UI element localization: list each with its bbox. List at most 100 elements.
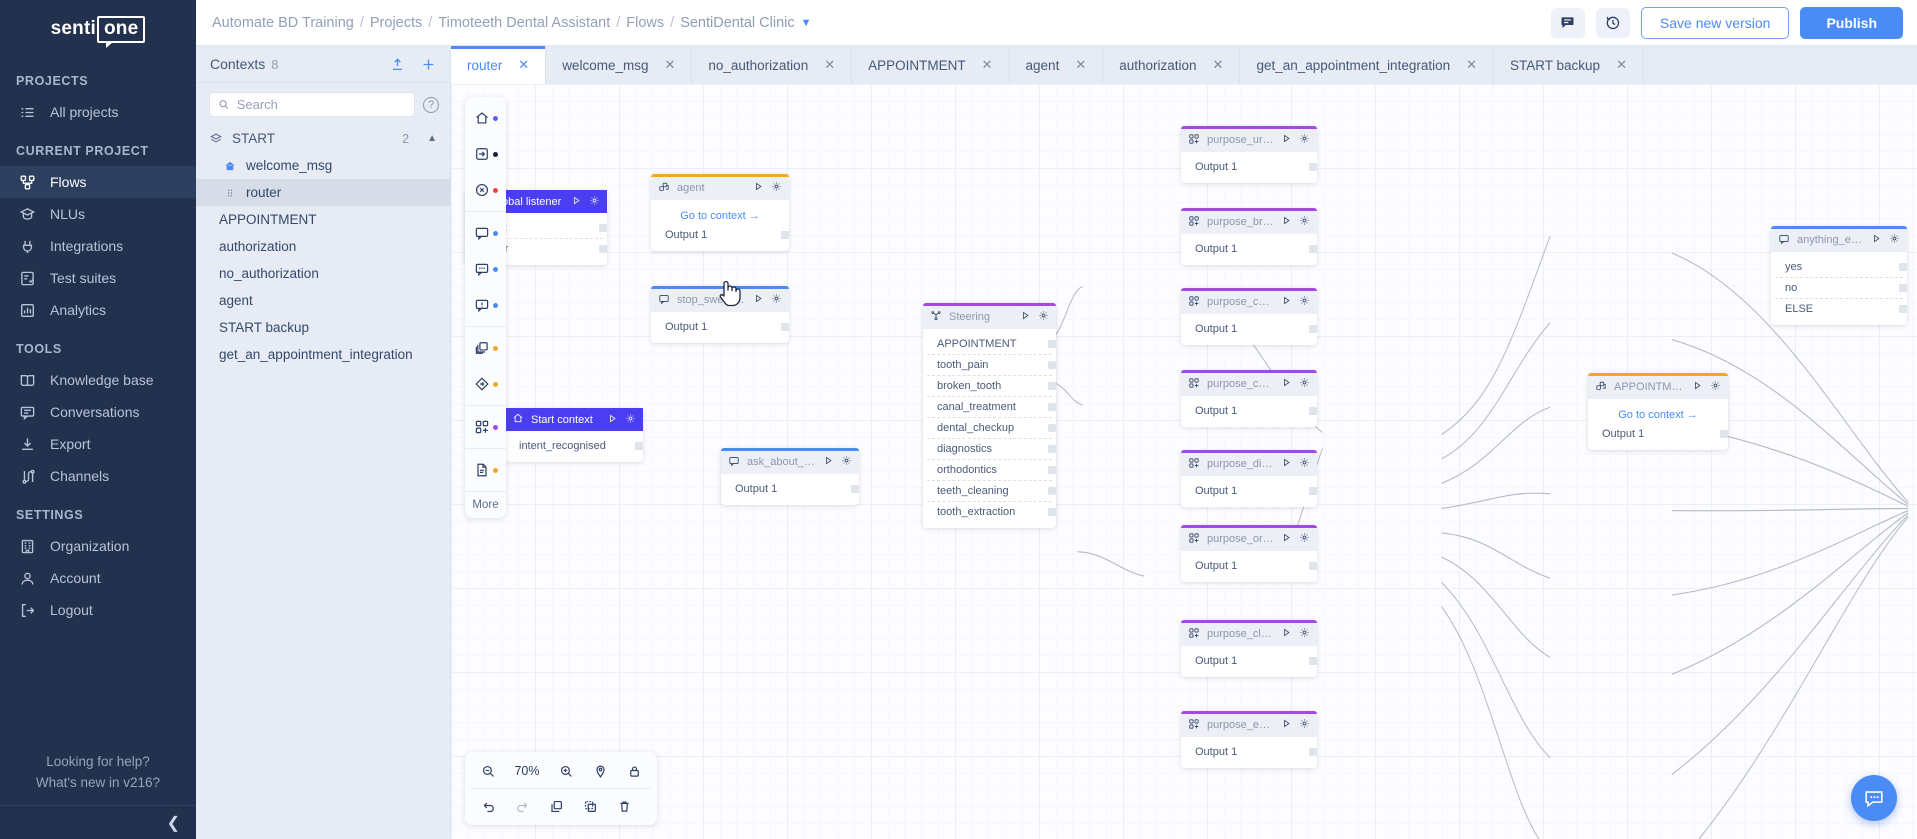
flow-node-purpose_checkup[interactable]: purpose_checkupOutput 1 [1181, 370, 1317, 427]
sidebar-item-channels[interactable]: Channels [0, 460, 196, 492]
node-output-row[interactable]: Output 1 [725, 479, 859, 499]
run-node-icon[interactable] [753, 293, 764, 307]
node-output-port[interactable] [1048, 381, 1056, 390]
node-output-row[interactable]: dental_checkup [927, 418, 1056, 439]
run-node-icon[interactable] [753, 181, 764, 195]
close-icon[interactable]: ✕ [824, 57, 836, 72]
flow-node-purpose_broken[interactable]: purpose_brokenOutput 1 [1181, 208, 1317, 265]
flow-node-purpose_extraction[interactable]: purpose_extractionOutput 1 [1181, 711, 1317, 768]
undo-button[interactable] [471, 791, 505, 821]
node-output-port[interactable] [1720, 429, 1728, 438]
node-header[interactable]: anything_else [1771, 228, 1907, 252]
node-output-port[interactable] [1309, 162, 1317, 171]
node-header[interactable]: purpose_extraction [1181, 713, 1317, 737]
chevron-down-icon[interactable]: ▼ [800, 16, 812, 29]
run-node-icon[interactable] [1281, 457, 1292, 471]
palette-more-button[interactable]: More [472, 499, 499, 511]
close-icon[interactable]: ✕ [1616, 57, 1627, 72]
node-output-row[interactable]: APPOINTMENT [927, 334, 1056, 355]
run-node-icon[interactable] [571, 195, 582, 209]
flow-node-purpose_diagnostics[interactable]: purpose_diagnosticsOutput 1 [1181, 450, 1317, 507]
sidebar-item-flows[interactable]: Flows [0, 166, 196, 198]
palette-message-dots-icon[interactable] [465, 251, 506, 287]
node-output-row[interactable]: Output 1 [1185, 742, 1317, 762]
context-item-agent[interactable]: agent [196, 287, 450, 314]
node-output-row[interactable]: broken_tooth [927, 376, 1056, 397]
history-icon[interactable] [1595, 7, 1630, 38]
gear-icon[interactable] [625, 413, 636, 427]
contexts-group-start[interactable]: START 2 ▲ [196, 123, 450, 152]
gear-icon[interactable] [1038, 310, 1049, 324]
tab-authorization[interactable]: authorization✕ [1103, 46, 1241, 84]
breadcrumb-item[interactable]: Timoteeth Dental Assistant [438, 14, 611, 31]
node-output-port[interactable] [1309, 324, 1317, 333]
node-output-port[interactable] [635, 442, 643, 450]
upload-icon[interactable] [390, 57, 405, 72]
save-new-version-button[interactable]: Save new version [1640, 6, 1790, 39]
go-to-context-link[interactable]: Go to context → [1618, 408, 1698, 421]
node-header[interactable]: Steering [923, 305, 1056, 329]
close-icon[interactable]: ✕ [1466, 57, 1478, 72]
node-output-port[interactable] [1309, 406, 1317, 415]
palette-message-alert-icon[interactable] [465, 287, 506, 323]
looking-for-help-link[interactable]: Looking for help? [46, 754, 150, 769]
node-header[interactable]: purpose_urgent [1181, 128, 1317, 152]
node-output-port[interactable] [1048, 402, 1056, 411]
node-output-port[interactable] [1309, 244, 1317, 253]
node-header[interactable]: purpose_diagnostics [1181, 452, 1317, 476]
node-output-row[interactable]: orthodontics [927, 460, 1056, 481]
gear-icon[interactable] [589, 195, 600, 209]
sidebar-item-conversations[interactable]: Conversations [0, 396, 196, 428]
node-header[interactable]: stop_swearing_pls [651, 288, 789, 312]
run-node-icon[interactable] [1281, 295, 1292, 309]
node-output-port[interactable] [1048, 465, 1056, 474]
sidebar-item-nlus[interactable]: NLUs [0, 198, 196, 230]
node-output-row[interactable]: no [1775, 278, 1907, 299]
sidebar-item-test-suites[interactable]: Test suites [0, 262, 196, 294]
gear-icon[interactable] [1299, 532, 1310, 546]
comment-icon[interactable] [1550, 7, 1585, 38]
publish-button[interactable]: Publish [1800, 6, 1903, 39]
run-node-icon[interactable] [1020, 310, 1031, 324]
node-output-row[interactable]: yes [1775, 257, 1907, 278]
node-output-row[interactable]: Output 1 [1185, 401, 1317, 421]
gear-icon[interactable] [1299, 377, 1310, 391]
sidebar-item-account[interactable]: Account [0, 562, 196, 594]
node-output-port[interactable] [1309, 747, 1317, 756]
node-output-row[interactable]: teeth_cleaning [927, 481, 1056, 502]
node-output-port[interactable] [1899, 283, 1907, 292]
node-output-row[interactable]: intent_recognised [509, 436, 643, 456]
palette-decision-icon[interactable] [465, 366, 506, 402]
whats-new-link[interactable]: What's new in v216? [35, 775, 161, 790]
node-output-port[interactable] [599, 224, 607, 232]
paste-button[interactable] [573, 791, 607, 821]
sidebar-item-organization[interactable]: Organization [0, 530, 196, 562]
tab-no-authorization[interactable]: no_authorization✕ [692, 46, 853, 84]
run-node-icon[interactable] [1281, 532, 1292, 546]
node-output-port[interactable] [1899, 304, 1907, 313]
node-output-port[interactable] [1309, 656, 1317, 665]
run-node-icon[interactable] [1692, 380, 1703, 394]
sidebar-item-all-projects[interactable]: All projects [0, 96, 196, 128]
plus-icon[interactable] [421, 57, 436, 72]
flow-canvas[interactable]: More Global listeneragentswearagentGo to… [451, 84, 1917, 839]
close-icon[interactable]: ✕ [664, 57, 676, 72]
gear-icon[interactable] [1299, 627, 1310, 641]
node-header[interactable]: agent [651, 176, 789, 200]
node-output-row[interactable]: tooth_extraction [927, 502, 1056, 522]
palette-document-icon[interactable] [465, 452, 506, 488]
node-output-port[interactable] [1048, 507, 1056, 516]
context-item-router[interactable]: router [196, 179, 450, 206]
sidebar-item-logout[interactable]: Logout [0, 594, 196, 626]
run-node-icon[interactable] [1281, 627, 1292, 641]
node-output-port[interactable] [1048, 339, 1056, 348]
chat-fab-button[interactable] [1851, 775, 1897, 821]
context-item-start-backup[interactable]: START backup [196, 314, 450, 341]
flow-node-purpose_urgent[interactable]: purpose_urgentOutput 1 [1181, 126, 1317, 183]
node-output-row[interactable]: Output 1 [655, 317, 789, 337]
sidebar-item-export[interactable]: Export [0, 428, 196, 460]
node-output-row[interactable]: Output 1 [1185, 157, 1317, 177]
